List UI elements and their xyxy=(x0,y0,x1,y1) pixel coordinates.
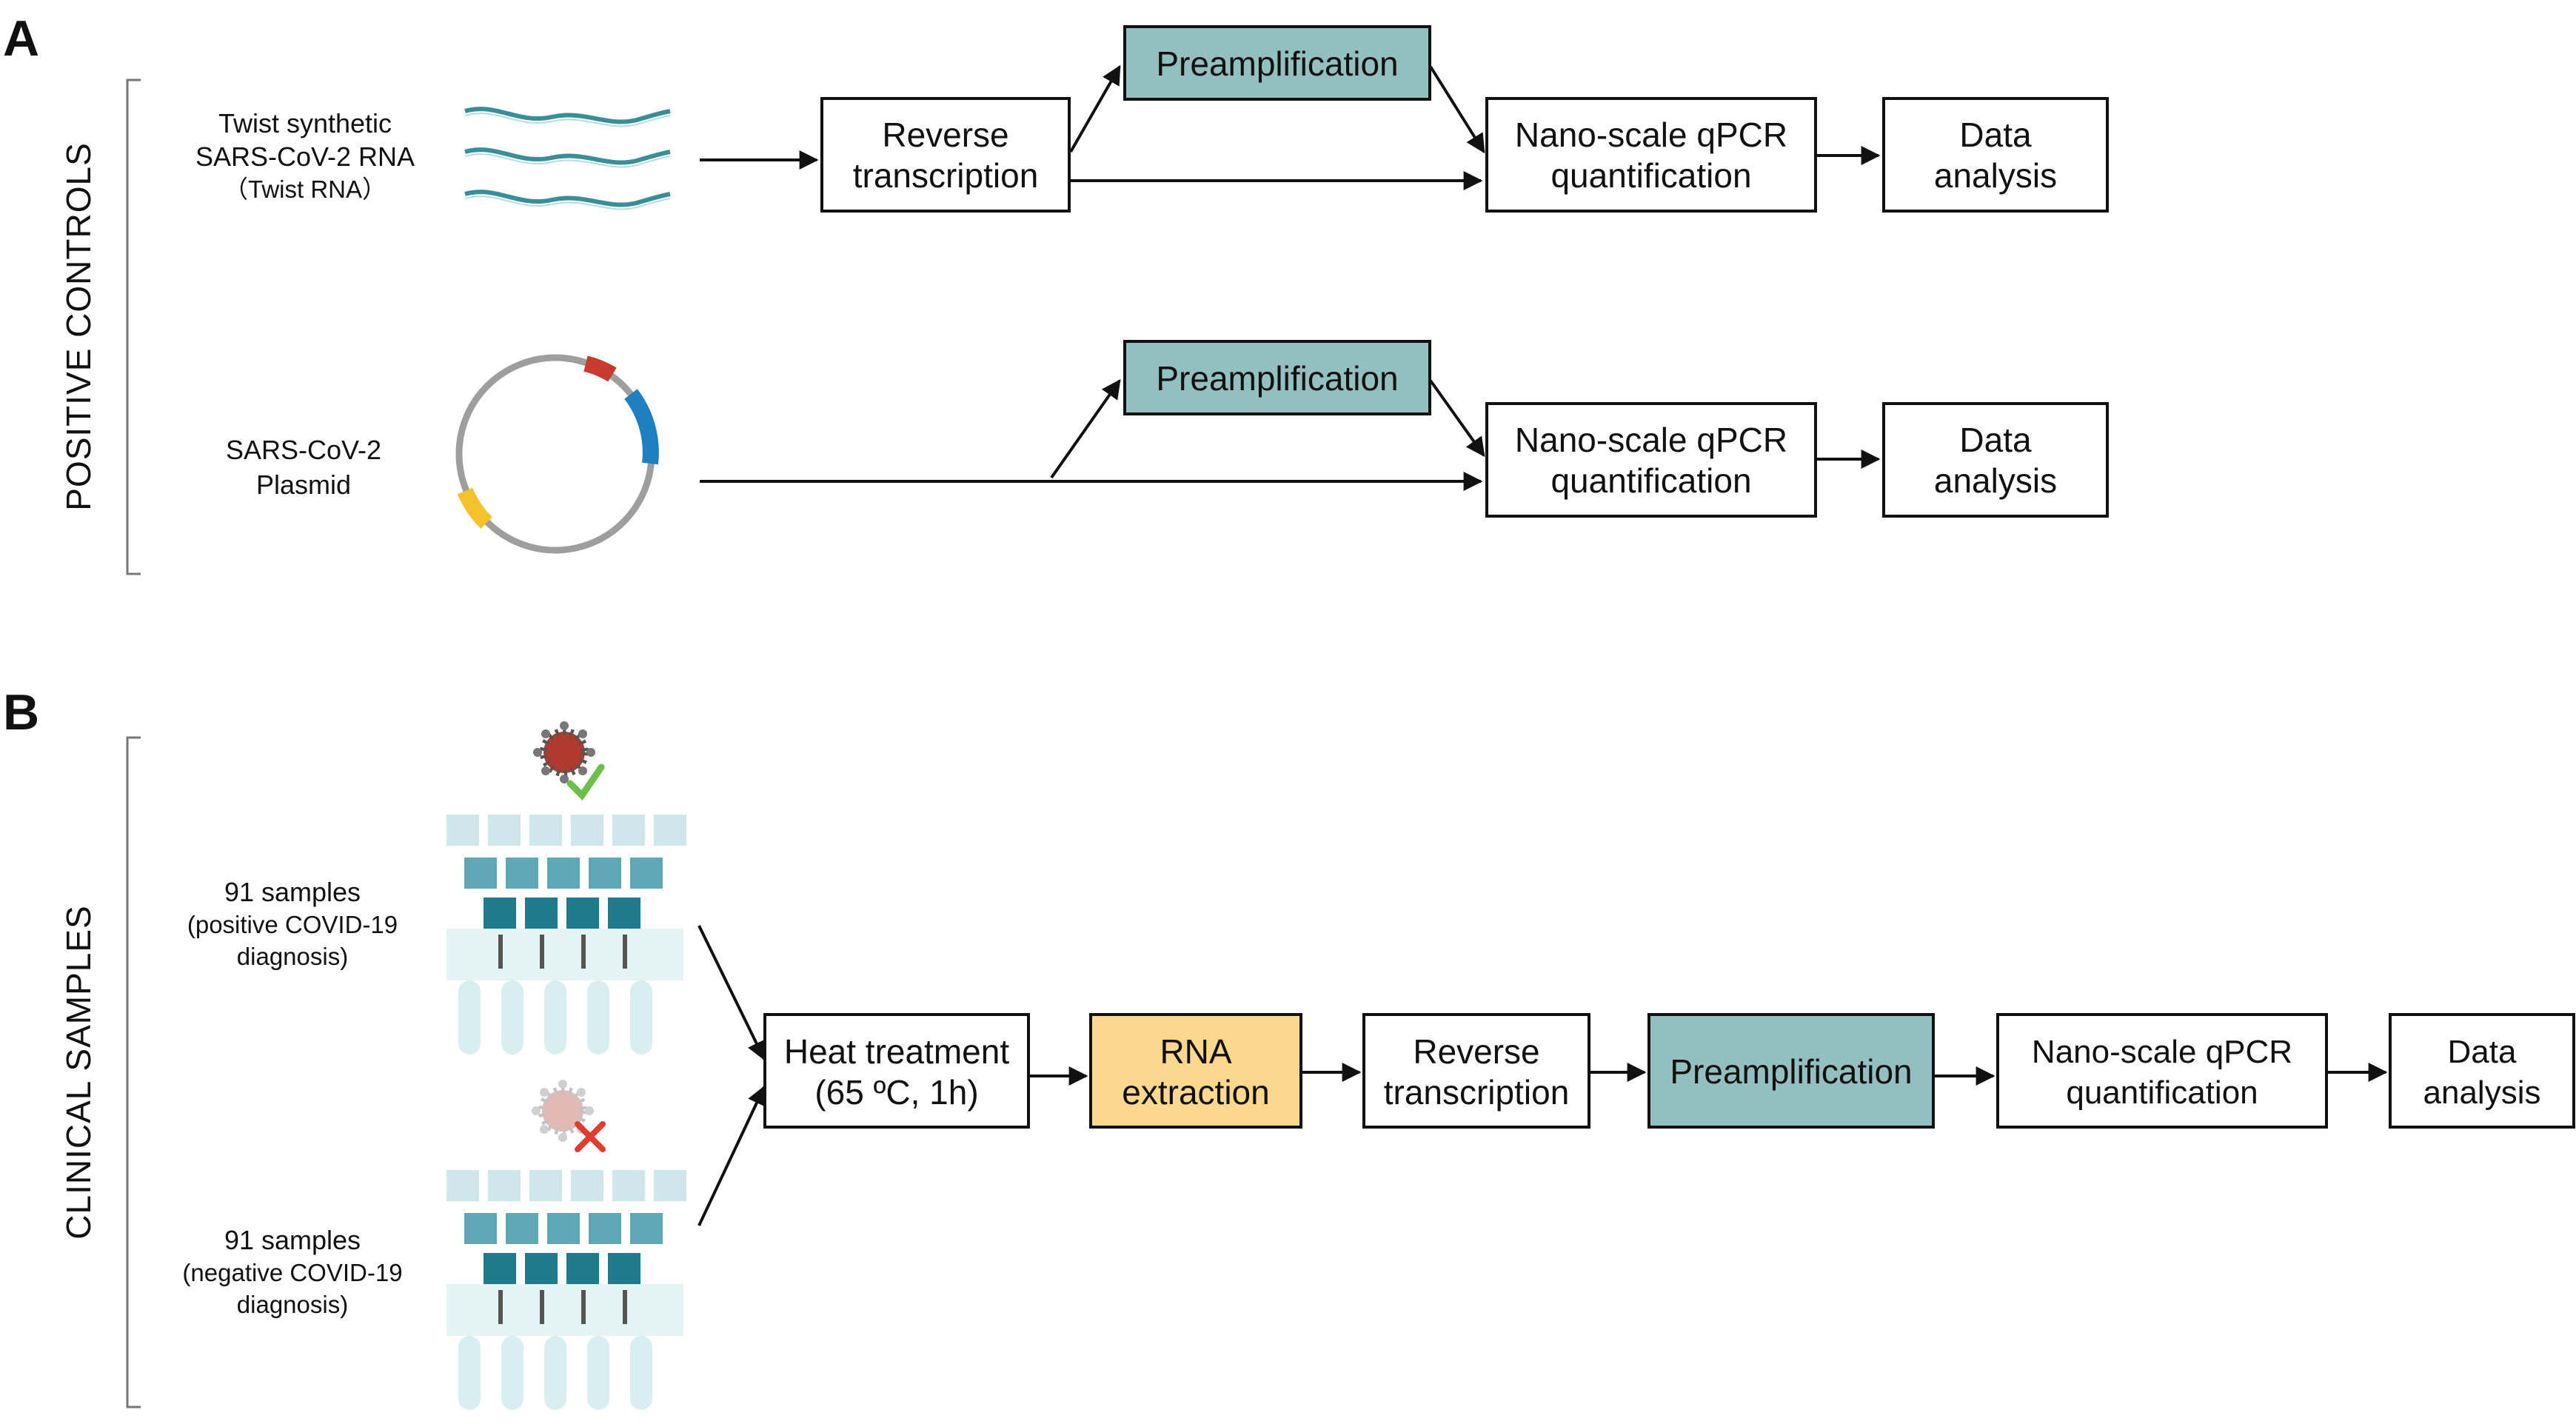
step-label: quantification xyxy=(1550,156,1751,195)
arrow-plasmid-to-preamp xyxy=(1050,378,1121,479)
positive-samples-label: 91 samples (positive COVID-19 diagnosis) xyxy=(187,877,398,970)
section-bracket-b xyxy=(126,736,141,1408)
step-qpcr-2 xyxy=(1485,402,1817,518)
step-label: Heat treatment xyxy=(784,1032,1009,1071)
step-label: quantification xyxy=(1550,461,1751,500)
svg-text:（Twist RNA）: （Twist RNA） xyxy=(224,176,387,203)
arrow-neg-to-heat xyxy=(697,1085,766,1226)
sample-tube-rack-icon xyxy=(446,1170,686,1410)
negative-samples-label: 91 samples (negative COVID-19 diagnosis) xyxy=(182,1225,402,1318)
svg-text:diagnosis): diagnosis) xyxy=(237,1291,348,1318)
twist-rna-label: Twist synthetic SARS-CoV-2 RNA （Twist RN… xyxy=(195,108,415,203)
step-label: Reverse xyxy=(882,116,1008,154)
svg-text:(positive COVID-19: (positive COVID-19 xyxy=(187,911,398,938)
svg-text:diagnosis): diagnosis) xyxy=(237,943,348,970)
step-label: quantification xyxy=(2066,1075,2258,1111)
arrow-preamp2-to-qpcr xyxy=(1429,379,1485,458)
svg-text:Twist synthetic: Twist synthetic xyxy=(218,108,392,138)
svg-text:(negative COVID-19: (negative COVID-19 xyxy=(182,1259,402,1286)
step-reverse-transcription-b xyxy=(1362,1013,1590,1129)
step-label: RNA xyxy=(1160,1032,1231,1071)
step-label: Preamplification xyxy=(1156,44,1398,83)
cross-icon xyxy=(575,1121,606,1152)
step-label: analysis xyxy=(2423,1075,2541,1111)
step-label: Data xyxy=(1959,116,2032,154)
panel-label-b: B xyxy=(3,684,39,741)
arrow-rt-to-preamp xyxy=(1069,64,1121,153)
step-label: Nano-scale qPCR xyxy=(1515,116,1787,154)
step-label: Nano-scale qPCR xyxy=(1515,421,1787,459)
plasmid-icon xyxy=(455,354,659,554)
svg-text:91 samples: 91 samples xyxy=(224,1225,361,1255)
step-label: analysis xyxy=(1934,156,2057,195)
checkmark-icon xyxy=(566,763,605,801)
step-rna-extraction xyxy=(1089,1013,1302,1129)
step-heat-treatment xyxy=(763,1013,1030,1129)
step-label: Nano-scale qPCR xyxy=(2032,1034,2292,1070)
step-label: Preamplification xyxy=(1670,1052,1912,1091)
sample-tube-rack-icon xyxy=(446,815,686,1055)
step-label: (65 ºC, 1h) xyxy=(814,1073,978,1112)
step-data-analysis-b xyxy=(2389,1013,2575,1129)
step-reverse-transcription xyxy=(820,97,1071,213)
step-preamplification xyxy=(1123,25,1431,101)
arrow-preamp-to-qpcr xyxy=(1429,65,1485,154)
plasmid-label: SARS-CoV-2 Plasmid xyxy=(226,435,381,500)
svg-text:SARS-CoV-2: SARS-CoV-2 xyxy=(226,435,381,465)
step-label: transcription xyxy=(1384,1073,1570,1112)
svg-text:91 samples: 91 samples xyxy=(224,877,361,907)
step-label: extraction xyxy=(1122,1073,1269,1112)
step-qpcr xyxy=(1485,97,1817,213)
virus-icon xyxy=(533,721,595,783)
step-label: transcription xyxy=(853,156,1039,195)
rna-strands-icon xyxy=(464,107,671,207)
step-label: Data xyxy=(2448,1034,2517,1070)
step-label: Preamplification xyxy=(1156,359,1398,398)
positive-controls-label: POSITIVE CONTROLS xyxy=(59,142,98,511)
step-data-analysis xyxy=(1882,97,2109,213)
step-qpcr-b xyxy=(1996,1013,2328,1129)
svg-text:SARS-CoV-2 RNA: SARS-CoV-2 RNA xyxy=(195,141,415,172)
step-data-analysis-2 xyxy=(1882,402,2109,518)
arrow-pos-to-heat xyxy=(697,925,766,1061)
step-preamplification-b xyxy=(1647,1013,1935,1129)
step-label: Data xyxy=(1959,421,2032,459)
clinical-samples-label: CLINICAL SAMPLES xyxy=(59,905,98,1239)
panel-label-a: A xyxy=(3,10,39,67)
svg-text:Plasmid: Plasmid xyxy=(256,469,351,500)
section-bracket-a xyxy=(126,78,141,575)
step-label: Reverse xyxy=(1413,1032,1539,1071)
step-preamplification-2 xyxy=(1123,340,1431,415)
step-label: analysis xyxy=(1934,461,2057,500)
